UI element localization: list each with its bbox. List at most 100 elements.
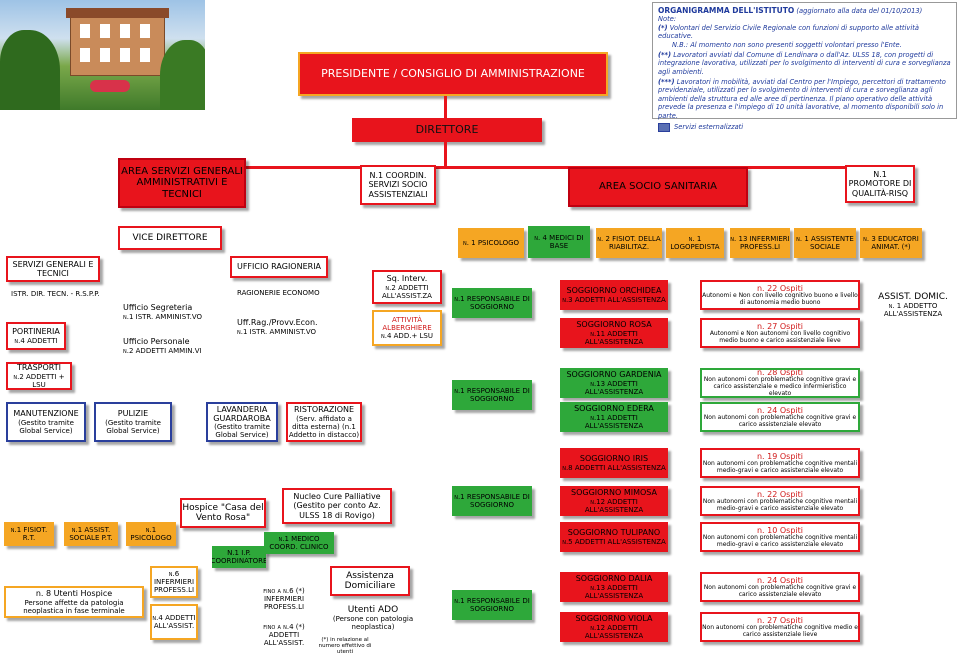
lavanderia: LAVANDERIA GUARDAROBA (Gestito tramite G… (206, 402, 278, 442)
legend-panel: ORGANIGRAMMA DELL'ISTITUTO (aggiornato a… (652, 2, 957, 132)
legend-n3-mark: (***) (658, 78, 675, 86)
soggiorno-staff: n.8 ADDETTI ALL'ASSISTENZA (562, 463, 666, 472)
legend-note-label: Note: (658, 15, 677, 24)
ospiti-count: n. 19 Ospiti (756, 451, 803, 461)
ufficio-personale: Ufficio Personale n.2 ADDETTI AMMIN.VI (123, 337, 202, 355)
squadra-intervento: Sq. Interv. n.2 ADDETTI ALL'ASSIST.ZA (372, 270, 442, 304)
legend-n1-mark: (*) (658, 23, 668, 32)
legend-n1-text: Volontari del Servizio Civile Regionale … (658, 23, 919, 41)
ospiti-desc: Non autonomi con problematiche cognitive… (702, 497, 858, 512)
soggiorno-staff: n.11 ADDETTI ALL'ASSISTENZA (584, 413, 644, 430)
ospiti-desc: Autonomi e Non autonomi con livello cogn… (709, 329, 851, 344)
legend-title-note: (aggiornato alla data del 01/10/2013) (796, 7, 923, 15)
soggiorno-name: SOGGIORNO EDERA (574, 404, 654, 414)
infermieri: n. 13 INFERMIERI PROFESS.LI (730, 228, 790, 258)
assistenza-domiciliare-staff: ASSIST. DOMIC. n. 1 ADDETTO ALL'ASSISTEN… (878, 291, 948, 319)
hospice-infermieri: n.6 INFERMIERI PROFESS.LI (150, 566, 198, 598)
ospiti-desc: Non autonomi con problematiche cognitive… (702, 533, 858, 548)
ospiti-count: n. 24 Ospiti (756, 575, 803, 585)
ospiti-count: n. 22 Ospiti (756, 489, 803, 499)
responsabile-soggiorno-4: n.1 RESPONSABILE DI SOGGIORNO (452, 590, 532, 620)
fino-nota: (*) in relazione al numero effettivo di … (318, 636, 372, 656)
legend-n2-text: Lavoratori avviati dal Comune di Lendina… (658, 50, 951, 76)
pulizie: PULIZIE (Gestito tramite Global Service) (94, 402, 172, 442)
soggiorno-staff: n.11 ADDETTI ALL'ASSISTENZA (584, 329, 644, 346)
hospice: Hospice "Casa del Vento Rosa" (180, 498, 266, 528)
trasporti: TRASPORTI n.2 ADDETTI + LSU (6, 362, 72, 390)
president-box: PRESIDENTE / CONSIGLIO DI AMMINISTRAZION… (298, 52, 608, 96)
soggiorno-staff: n.13 ADDETTI ALL'ASSISTENZA (584, 379, 644, 396)
hospice-psicologo: n.1 PSICOLOGO (126, 522, 176, 546)
promotore-qualita: N.1 PROMOTORE DI QUALITÀ-RISQ (845, 165, 915, 203)
ospiti-count: n. 24 Ospiti (756, 405, 803, 415)
area-socio-sanitaria: AREA SOCIO SANITARIA (568, 167, 748, 207)
ragioneria-economo: RAGIONERIE ECONOMO (237, 288, 320, 297)
attivita-alberghiere: ATTIVITÀ ALBERGHIERE n.4 ADD.+ LSU (372, 310, 442, 346)
soggiorno-staff: n.12 ADDETTI ALL'ASSISTENZA (584, 623, 644, 640)
ospiti-desc: Non autonomi con problematiche cognitive… (703, 583, 857, 598)
legend-n3-text: Lavoratori in mobilità, avviati dal Cent… (658, 78, 946, 120)
logopedista: n. 1 LOGOPEDISTA (666, 228, 724, 258)
ospiti-count: n. 22 Ospiti (756, 283, 803, 293)
soggiorno-staff: n.5 ADDETTI ALL'ASSISTENZA (562, 537, 666, 546)
ospiti-desc: Non autonomi con problematiche cognitive… (703, 376, 857, 398)
hospice-assistente-sociale: n.1 ASSIST. SOCIALE P.T. (64, 522, 118, 546)
responsabile-soggiorno-3: n.1 RESPONSABILE DI SOGGIORNO (452, 486, 532, 516)
manutenzione: MANUTENZIONE (Gestito tramite Global Ser… (6, 402, 86, 442)
assistenza-domiciliare: Assistenza Domiciliare (330, 566, 410, 596)
hospice-fisioterapista: n.1 FISIOT. R.T. (4, 522, 54, 546)
responsabile-soggiorno-2: n.1 RESPONSABILE DI SOGGIORNO (452, 380, 532, 410)
utenti-ado: Utenti ADO (Persone con patologia neopla… (332, 604, 414, 632)
soggiorno-staff: n.3 ADDETTI ALL'ASSISTENZA (562, 295, 666, 304)
uff-rag-provv: Uff.Rag./Provv.Econ. n.1 ISTR. AMMINIST.… (237, 318, 318, 336)
soggiorno-name: SOGGIORNO ROSA (576, 320, 652, 330)
area-servizi-generali: AREA SERVIZI GENERALI AMMINISTRATIVI E T… (118, 158, 246, 208)
ospiti-count: n. 28 Ospiti (756, 368, 803, 378)
director-box: DIRETTORE (352, 118, 542, 142)
ospiti-count: n. 27 Ospiti (756, 321, 803, 331)
ospiti-desc: Non autonomi con problematiche cognitive… (702, 459, 858, 474)
soggiorno-name: SOGGIORNO MIMOSA (571, 488, 657, 498)
soggiorno-name: SOGGIORNO ORCHIDEA (566, 286, 662, 296)
ospiti-desc: Non autonomi con problematiche cognitive… (703, 413, 857, 428)
soggiorno-name: SOGGIORNO GARDENIA (566, 370, 662, 380)
hospice-addetti: n.4 ADDETTI ALL'ASSIST. (150, 604, 198, 640)
responsabile-soggiorno-1: n.1 RESPONSABILE DI SOGGIORNO (452, 288, 532, 318)
ip-coordinatore: N.1 I.P. COORDINATORE (212, 546, 266, 568)
assistente-sociale: n. 1 ASSISTENTE SOCIALE (794, 228, 856, 258)
soggiorno-staff: n.12 ADDETTI ALL'ASSISTENZA (584, 497, 644, 514)
soggiorno-name: SOGGIORNO DALIA (575, 574, 653, 584)
medico-coordinatore: n.1 MEDICO COORD. CLINICO (264, 532, 334, 554)
soggiorno-name: SOGGIORNO TULIPANO (567, 528, 661, 538)
istr-dir-tecn: ISTR. DIR. TECN. - R.S.P.P. (11, 289, 100, 298)
ospiti-count: n. 27 Ospiti (756, 615, 803, 625)
soggiorno-name: SOGGIORNO IRIS (579, 454, 649, 464)
vice-direttore: VICE DIRETTORE (118, 226, 222, 250)
legend-n1-sub: N.B.: Al momento non sono presenti sogge… (672, 40, 902, 49)
ospiti-count: n. 10 Ospiti (756, 525, 803, 535)
legend-ext-swatch (658, 122, 670, 132)
building-photo (0, 0, 205, 110)
fisioterapisti: n. 2 FISIOT. DELLA RIABILITAZ. (596, 228, 662, 258)
hospice-utenti: n. 8 Utenti Hospice Persone affette da p… (4, 586, 144, 618)
fino-infermieri: fino a n.6 (*) INFERMIERI PROFESS.LI (263, 586, 305, 612)
fino-addetti: fino a n.4 (*) ADDETTI ALL'ASSIST. (263, 622, 305, 648)
soggiorno-name: SOGGIORNO VIOLA (575, 614, 653, 624)
psicologo: n. 1 PSICOLOGO (458, 228, 524, 258)
portineria: PORTINERIA n.4 ADDETTI (6, 322, 66, 350)
servizi-generali-tecnici: SERVIZI GENERALI E TECNICI (6, 256, 100, 282)
ristorazione: RISTORAZIONE (Serv. affidato a ditta est… (286, 402, 362, 442)
